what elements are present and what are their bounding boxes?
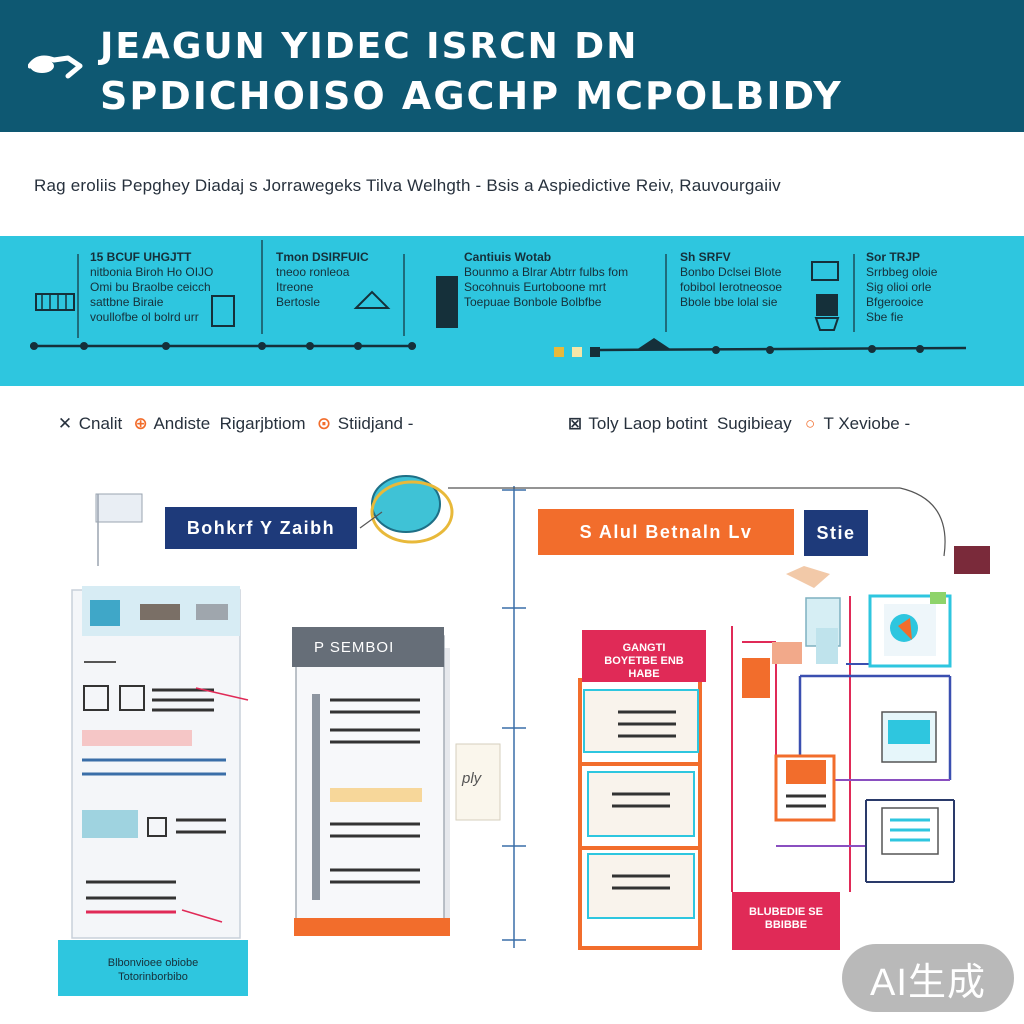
legend-item: Rigarjbtiom bbox=[219, 414, 306, 433]
page-title-line-2: SPDICHOISO AGCHP MCPOLBIDY bbox=[100, 74, 843, 118]
left-stage-label: Bohkrf Y Zaibh bbox=[165, 507, 357, 549]
ai-generated-badge: AI生成 bbox=[842, 944, 1014, 1012]
legend-item: Cnalit bbox=[78, 414, 123, 433]
close-icon: ✕ bbox=[57, 414, 73, 433]
timeline-graphics bbox=[30, 240, 967, 357]
note-card-text: ply bbox=[462, 770, 482, 787]
arrow-right-icon bbox=[28, 55, 83, 79]
dot-circle-icon: ⊙ bbox=[316, 414, 332, 433]
legend-item: Toly Laop botint bbox=[588, 414, 708, 433]
band-column-4: Sh SRFV Bonbo Dclsei Blote fobibol Ierot… bbox=[680, 250, 783, 309]
process-diagram bbox=[71, 475, 990, 950]
band-column-3: Cantiuis Wotab Bounmo a Blrar Abtrr fulb… bbox=[464, 250, 629, 309]
page-title-line-1: JEAGUN YIDEC ISRCN DN bbox=[100, 26, 639, 67]
legend-left: ✕ Cnalit ⊕ Andiste Rigarjbtiom ⊙ Stiidja… bbox=[56, 414, 414, 434]
timeline-band: 15 BCUF UHGJTT nitbonia Biroh Ho OIJO Om… bbox=[0, 236, 1024, 386]
small-stage-label: Stie bbox=[804, 510, 868, 556]
legend-item: Sugibieay bbox=[716, 414, 792, 433]
band-column-5: Sor TRJP Srrbbeg oloie Sig olioi orle Bf… bbox=[866, 250, 938, 324]
right-stage-label: S Alul Betnaln Lv bbox=[538, 509, 794, 555]
legend-item: Stiidjand - bbox=[337, 414, 414, 433]
red-label: GANGTI BOYETBE ENB HABE bbox=[582, 630, 706, 682]
band-column-1: 15 BCUF UHGJTT nitbonia Biroh Ho OIJO Om… bbox=[90, 250, 214, 324]
header-banner: JEAGUN YIDEC ISRCN DN SPDICHOISO AGCHP M… bbox=[0, 0, 1024, 132]
band-column-2: Tmon DSIRFUIC tneoo ronleoa Itreone Bert… bbox=[276, 250, 369, 309]
document-header: P SEMBOI bbox=[292, 627, 444, 667]
page-subtitle: Rag eroliis Pepghey Diadaj s Jorrawegeks… bbox=[34, 176, 781, 195]
plus-circle-icon: ⊕ bbox=[133, 414, 148, 433]
legend-item: T Xeviobe - bbox=[823, 414, 911, 433]
teal-caption: Blbonvioee obiobe Totorinborbibo bbox=[58, 940, 248, 996]
box-x-icon: ⊠ bbox=[567, 414, 583, 433]
circle-icon: ○ bbox=[804, 414, 816, 433]
legend-right: ⊠ Toly Laop botint Sugibieay ○ T Xeviobe… bbox=[566, 414, 910, 434]
legend-item: Andiste bbox=[153, 414, 211, 433]
pink-label: BLUBEDIE SE BBIBBE bbox=[732, 892, 840, 950]
